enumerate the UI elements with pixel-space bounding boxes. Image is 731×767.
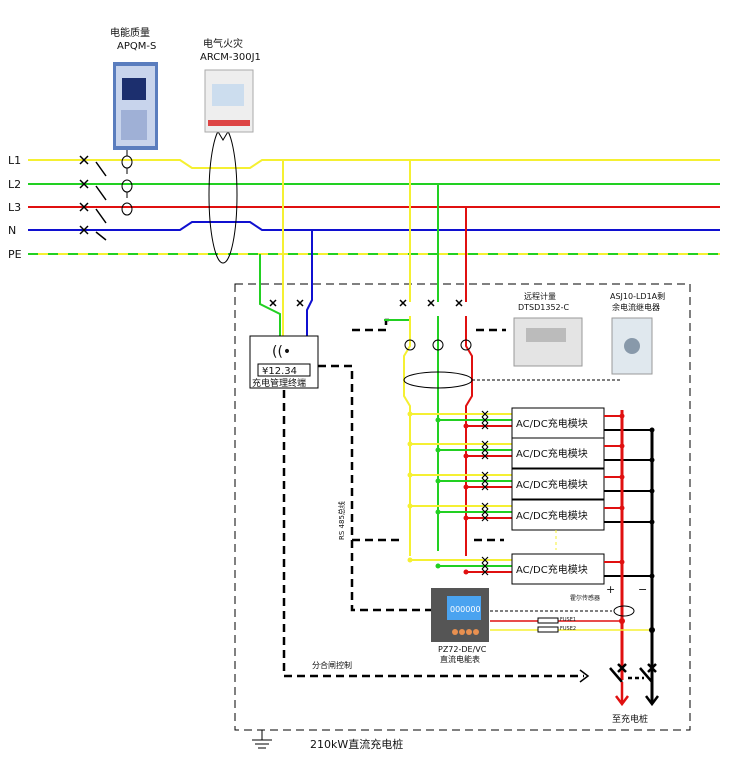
module-label: AC/DC充电模块 [516,447,588,460]
terminal-feeders [259,160,313,336]
bus-label-l1: L1 [8,154,21,167]
fire-model: ARCM-300J1 [200,52,261,63]
remote-meter-title: 远程计量 [524,291,556,301]
cabinet-label: 210kW直流充电桩 [310,737,403,751]
fuse2-label: FUSE2 [560,626,576,632]
rcd-image [611,317,653,375]
rs485-label: RS 485总线 [337,501,346,540]
power-quality-meter-image [113,62,158,150]
module-label: AC/DC充电模块 [516,563,588,576]
bus-n [28,221,720,231]
fuse2-icon [537,626,559,633]
charging-modules: AC/DC充电模块 AC/DC充电模块 AC/DC充电模块 AC/DC充电模块 AC/D… [407,407,655,585]
bus-label-n: N [8,224,16,237]
main-breaker-icon [79,155,107,241]
pq-model: APQM-S [117,41,156,52]
module-feeders [403,160,473,556]
dc-meter-display: 000000 [450,605,481,614]
charging-module: AC/DC充电模块 [407,407,655,439]
pq-title: 电能质量 [110,26,150,39]
fire-monitor-image [204,69,254,133]
bus-lines [28,159,720,255]
dc-meter-label: 直流电能表 [440,654,480,664]
bus-label-pe: PE [8,248,22,261]
module-label: AC/DC充电模块 [516,417,588,430]
rcd-title: ASJ10-LD1A剩 [610,291,665,301]
fire-title: 电气火灾 [203,37,243,50]
terminal-price: ¥12.34 [262,366,297,377]
bus-label-l3: L3 [8,201,21,214]
to-pile-label: 至充电桩 [612,713,648,725]
residual-ct-icon [208,126,238,264]
module-ct-icon [403,339,620,389]
bus-l1 [28,159,720,169]
arrow-icon [579,669,590,683]
hall-sensor-label: 霍尔传感器 [570,594,600,602]
remote-meter-image [513,317,583,367]
hall-sensor-icon [613,605,635,617]
charging-module: AC/DC充电模块 [407,468,655,500]
charging-module: AC/DC充电模块 [407,437,655,469]
fuse1-label: FUSE1 [560,617,576,623]
rcd-title2: 余电流继电器 [612,302,660,312]
terminal-label: 充电管理终端 [252,377,306,389]
output-breaker-icon [609,663,659,707]
dc-bus [622,410,652,700]
module-label: AC/DC充电模块 [516,509,588,522]
module-label: AC/DC充电模块 [516,478,588,491]
fuse1-icon [537,617,559,624]
dc-meter-model: PZ72-DE/VC [438,645,487,654]
cabinet-boundary [234,283,691,731]
dc-minus-label: − [638,583,647,596]
remote-meter-model: DTSD1352-C [518,303,570,312]
charging-module: AC/DC充电模块 [407,553,655,585]
charging-terminal [249,335,319,389]
charging-module: AC/DC充电模块 [407,499,655,531]
dc-meter-image [431,588,489,642]
switch-control-label: 分合闸控制 [312,660,352,670]
ground-icon [252,730,272,749]
bus-label-l2: L2 [8,178,21,191]
terminal-breaker-icon [269,299,304,307]
dc-plus-label: + [606,583,615,596]
wifi-icon: ((• [272,344,291,360]
module-breaker-icon [399,299,463,307]
